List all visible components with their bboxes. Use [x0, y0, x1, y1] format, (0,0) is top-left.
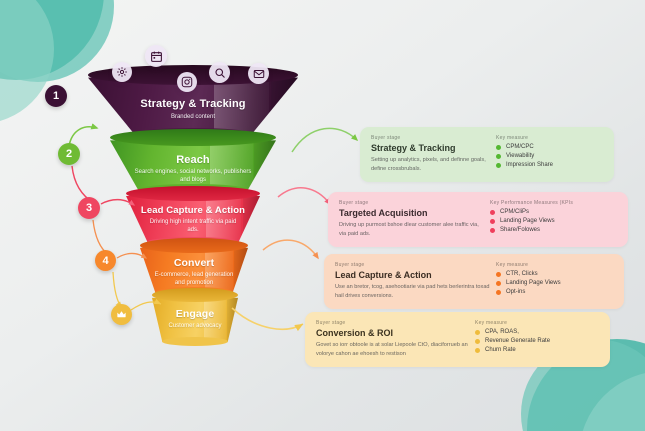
kpi-label: CPM/CliPs [500, 209, 530, 215]
kpi-dot [490, 209, 495, 215]
stage-badge-2[interactable]: 2 [58, 143, 80, 165]
calendar-icon[interactable] [145, 45, 167, 67]
info-card-conversion-roi[interactable]: Buyer stage Conversion & ROI Govet so io… [305, 312, 610, 368]
kpi-item: Impression Share [496, 162, 604, 168]
tier-rim-3 [126, 186, 260, 201]
kpi-label: Landing Page Views [506, 280, 561, 286]
stage-badge-3[interactable]: 3 [78, 197, 100, 219]
kpi-item: CPA, ROAS, [475, 329, 600, 335]
card-kpis-2: Key Performance Measures (KPIs CPM/CliPs… [490, 200, 618, 238]
tier-shadow-2 [254, 140, 276, 190]
card-eyebrow-3: Buyer stage [335, 262, 365, 268]
crown-icon [117, 311, 126, 318]
info-card-targeted-acquisition[interactable]: Buyer stage Targeted Acquisition Driving… [328, 192, 628, 248]
card-kpi-head-1: Key measure [496, 135, 529, 141]
kpi-item: CTR, Clicks [496, 271, 614, 277]
card-desc-4: Govet so iorr obtoole is at solar Liepoo… [316, 342, 468, 357]
stage-badge-2-label: 2 [65, 148, 73, 160]
search-icon[interactable] [209, 62, 230, 83]
stage-badge-crown[interactable] [111, 304, 132, 325]
card-eyebrow-2: Buyer stage [339, 200, 369, 206]
card-desc-1: Setting up analytics, pixels, and definn… [371, 157, 486, 172]
kpi-label: Impression Share [506, 162, 554, 168]
card-left-3: Buyer stage Lead Capture & Action Use an… [335, 262, 496, 300]
stage-badge-1-label: 1 [52, 90, 60, 102]
kpi-label: Viewability [506, 153, 535, 159]
kpi-label: Revenue Generate Rate [485, 338, 551, 344]
card-kpi-head-3: Key measure [496, 262, 529, 268]
stage-badge-4-label: 4 [102, 254, 109, 267]
kpi-item: Churn Rate [475, 347, 600, 353]
card-eyebrow-1: Buyer stage [371, 135, 401, 141]
tier-rim-2 [110, 129, 276, 146]
stage-badge-3-label: 3 [85, 202, 93, 214]
info-card-lead-capture-action[interactable]: Buyer stage Lead Capture & Action Use an… [324, 254, 624, 310]
card-left-2: Buyer stage Targeted Acquisition Driving… [339, 200, 490, 238]
card-kpis-4: Key measure CPA, ROAS, Revenue Generate … [475, 320, 600, 358]
kpi-dot [496, 153, 501, 159]
kpi-dot [496, 280, 501, 286]
card-eyebrow-4: Buyer stage [316, 320, 346, 326]
kpi-dot [490, 227, 495, 233]
card-kpi-head-2: Key Performance Measures (KPIs [490, 200, 574, 206]
stage-badge-4[interactable]: 4 [95, 250, 116, 271]
card-title-4: Conversion & ROI [316, 328, 394, 338]
funnel-stage-lead-capture[interactable]: Lead Capture & Action Driving high inten… [126, 186, 260, 247]
card-kpis-3: Key measure CTR, Clicks Landing Page Vie… [496, 262, 614, 300]
card-kpis-1: Key measure CPM/CPC Viewability Impressi… [496, 135, 604, 173]
tier-shadow-1 [270, 77, 298, 134]
kpi-label: Landing Page Views [500, 218, 555, 224]
kpi-item: Share/Folowes [490, 227, 618, 233]
kpi-dot [475, 329, 480, 335]
kpi-item: CPM/CliPs [490, 209, 618, 215]
kpi-dot [490, 218, 495, 224]
tier-shadow-5 [226, 297, 238, 342]
kpi-label: CPA, ROAS, [485, 329, 519, 335]
kpi-dot [475, 338, 480, 344]
funnel-stage-engage[interactable]: Engage Customer advocacy [152, 288, 238, 346]
stage-badge-1[interactable]: 1 [45, 85, 67, 107]
kpi-label: CTR, Clicks [506, 271, 538, 277]
kpi-dot [496, 144, 501, 150]
kpi-item: Opt-ins [496, 289, 614, 295]
kpi-item: Viewability [496, 153, 604, 159]
card-title-2: Targeted Acquisition [339, 208, 428, 218]
kpi-item: Revenue Generate Rate [475, 338, 600, 344]
kpi-dot [475, 347, 480, 353]
kpi-label: Share/Folowes [500, 227, 541, 233]
card-title-3: Lead Capture & Action [335, 270, 432, 280]
decor-circle-top-left-3 [0, 0, 54, 124]
card-left-1: Buyer stage Strategy & Tracking Setting … [371, 135, 496, 173]
funnel-stage-reach[interactable]: Reach Search engines, social networks, p… [110, 129, 276, 195]
tier-rim-4 [140, 238, 248, 253]
instagram-icon[interactable] [177, 72, 197, 92]
tier-base-5 [162, 337, 228, 346]
info-card-strategy-tracking[interactable]: Buyer stage Strategy & Tracking Setting … [360, 127, 614, 183]
kpi-dot [496, 289, 501, 295]
kpi-label: CPM/CPC [506, 144, 534, 150]
funnel-stage-convert[interactable]: Convert E-commerce, lead generation and … [140, 238, 248, 297]
gear-icon[interactable] [112, 62, 132, 82]
card-left-4: Buyer stage Conversion & ROI Govet so io… [316, 320, 475, 358]
kpi-label: Opt-ins [506, 289, 526, 295]
kpi-item: CPM/CPC [496, 144, 604, 150]
tier-rim-5 [152, 288, 238, 302]
tier-shadow-3 [242, 196, 260, 242]
kpi-dot [496, 271, 501, 277]
tier-shadow-4 [233, 247, 248, 292]
marketing-funnel: Strategy & Tracking Branded content Reac… [88, 65, 298, 346]
card-desc-3: Use an bretor, tcog, asehootiarie via pa… [335, 284, 490, 299]
kpi-dot [496, 162, 501, 168]
kpi-item: Landing Page Views [490, 218, 618, 224]
kpi-item: Landing Page Views [496, 280, 614, 286]
card-kpi-head-4: Key measure [475, 320, 508, 326]
kpi-label: Churn Rate [485, 347, 516, 353]
mail-icon[interactable] [248, 63, 269, 84]
card-title-1: Strategy & Tracking [371, 143, 456, 153]
card-desc-2: Driving up purmost bshoe dlear customer … [339, 222, 479, 237]
